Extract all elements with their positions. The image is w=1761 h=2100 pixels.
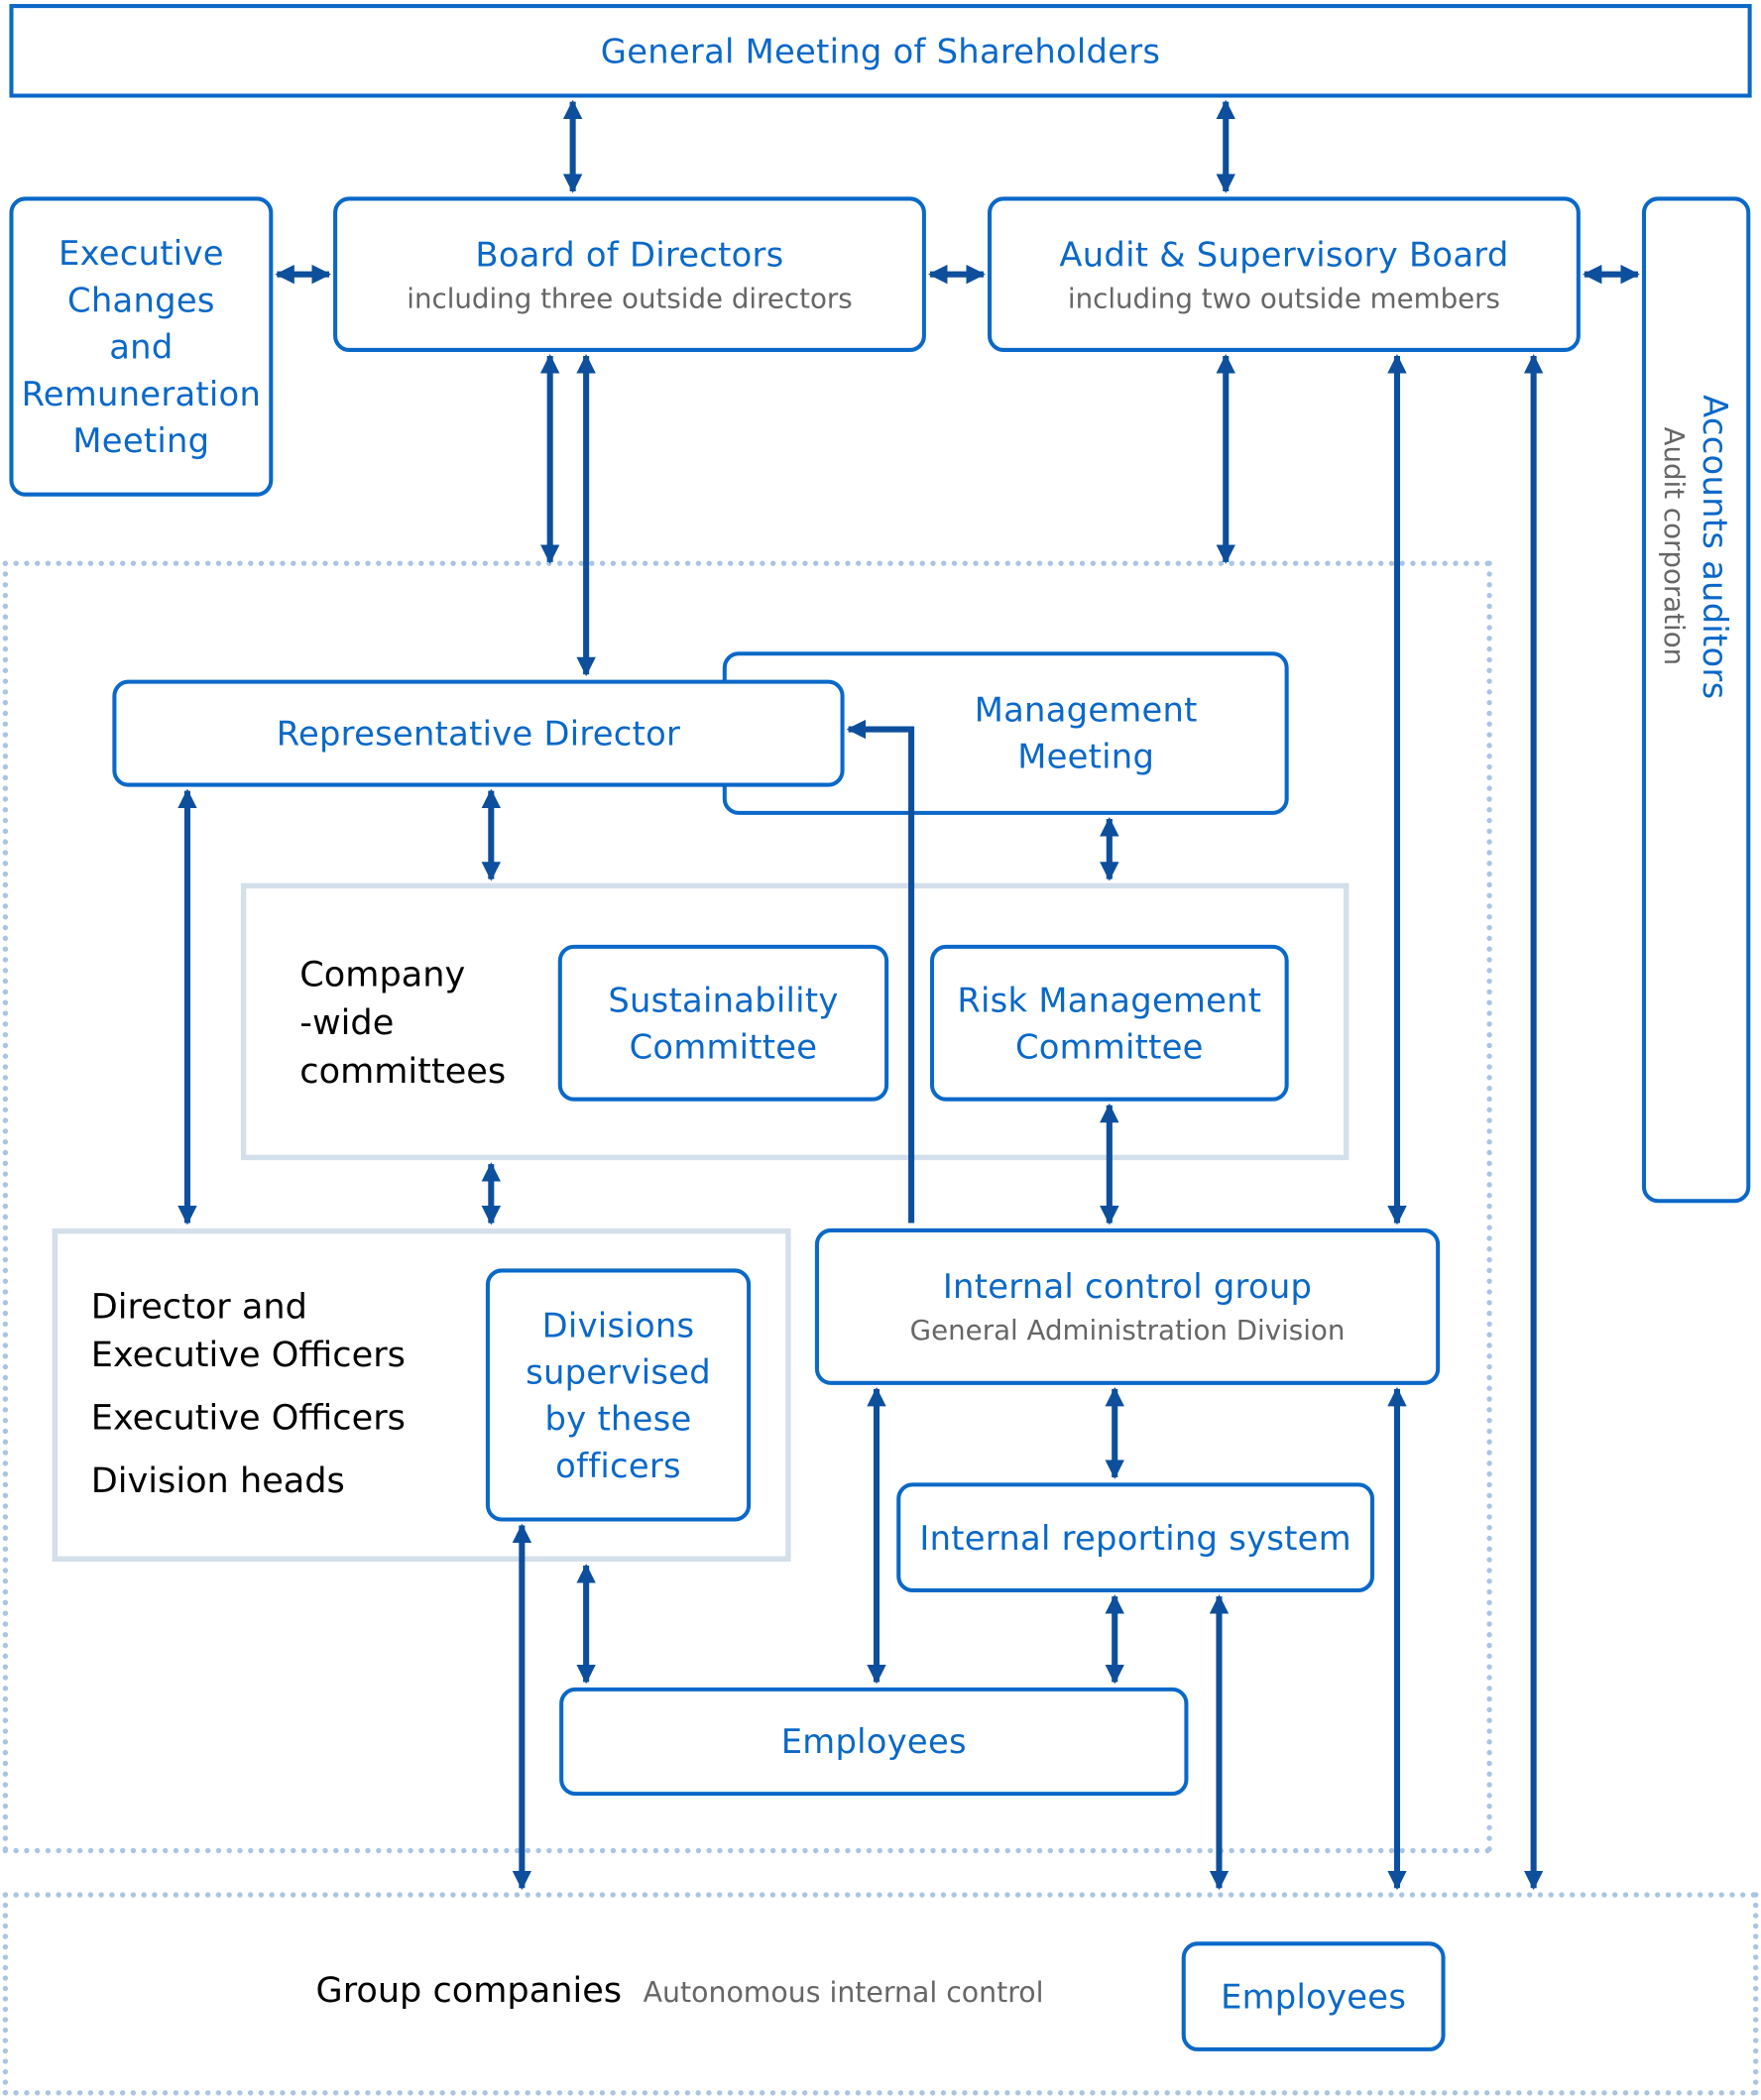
mgmt-line: Meeting	[1017, 737, 1155, 776]
exec-changes-box: Executive Changes and Remuneration Meeti…	[9, 196, 274, 497]
employees-box: Employees	[559, 1687, 1189, 1797]
company-wide-line: -wide	[299, 1003, 395, 1044]
officers-line: Division heads	[90, 1460, 345, 1502]
sustainability-box: Sustainability Committee	[557, 944, 889, 1102]
divisions-line: supervised	[526, 1351, 711, 1391]
risk-management-box: Risk Management Committee	[929, 944, 1289, 1102]
group-employees-label: Employees	[1221, 1977, 1407, 2017]
company-wide-label: Company -wide committees	[299, 952, 506, 1097]
internal-reporting-label: Internal reporting system	[919, 1518, 1351, 1558]
exec-changes-line: Meeting	[72, 420, 210, 460]
company-wide-line: Company	[299, 955, 466, 996]
audit-board-box: Audit & Supervisory Board including two …	[988, 196, 1581, 352]
internal-control-sub: General Administration Division	[909, 1314, 1346, 1346]
officers-line: Director and	[90, 1287, 307, 1328]
group-employees-box: Employees	[1181, 1941, 1446, 2051]
arrow-control-rep	[846, 719, 915, 1224]
audit-board-title: Audit & Supervisory Board	[1059, 234, 1509, 274]
exec-changes-line: Remuneration	[21, 374, 262, 413]
divisions-box: Divisions supervised by these officers	[485, 1268, 752, 1522]
shareholders-label: General Meeting of Shareholders	[600, 31, 1161, 70]
board-sub: including three outside directors	[407, 282, 853, 314]
board-title: Board of Directors	[475, 234, 784, 274]
exec-changes-line: Changes	[67, 280, 215, 319]
accounts-title: Accounts auditors	[1695, 395, 1735, 700]
accounts-sub: Audit corporation	[1658, 426, 1691, 666]
group-region	[2, 1892, 1759, 2096]
divisions-line: by these	[544, 1399, 692, 1439]
board-box: Board of Directors including three outsi…	[333, 196, 926, 352]
rep-director-box: Representative Director	[112, 679, 845, 787]
internal-region	[2, 560, 1492, 1854]
rep-director-label: Representative Director	[276, 714, 681, 754]
accounts-auditors-box: Accounts auditors Audit corporation	[1641, 196, 1751, 1204]
group-sub: Autonomous internal control	[643, 1976, 1044, 2009]
risk-line: Risk Management	[957, 980, 1262, 1019]
risk-line: Committee	[1014, 1026, 1204, 1066]
divisions-line: Divisions	[541, 1305, 695, 1344]
company-wide-line: committees	[299, 1051, 507, 1093]
sustainability-line: Sustainability	[608, 980, 839, 1019]
shareholders-box: General Meeting of Shareholders	[9, 4, 1752, 98]
officers-label: Director and Executive Officers Executiv…	[91, 1283, 406, 1505]
officers-line: Executive Officers	[90, 1335, 406, 1376]
officers-line: Executive Officers	[90, 1398, 406, 1439]
divisions-line: officers	[555, 1446, 681, 1485]
employees-label: Employees	[780, 1721, 967, 1762]
group-title: Group companies	[315, 1970, 623, 2012]
audit-board-sub: including two outside members	[1067, 282, 1500, 314]
internal-reporting-box: Internal reporting system	[896, 1482, 1375, 1593]
exec-changes-line: and	[109, 326, 174, 367]
mgmt-line: Management	[974, 690, 1198, 730]
internal-control-box: Internal control group General Administr…	[814, 1227, 1441, 1385]
sustainability-line: Committee	[629, 1026, 818, 1066]
group-companies-label: Group companies Autonomous internal cont…	[316, 1967, 1044, 2016]
exec-changes-line: Executive	[59, 233, 224, 273]
internal-control-title: Internal control group	[942, 1267, 1313, 1307]
